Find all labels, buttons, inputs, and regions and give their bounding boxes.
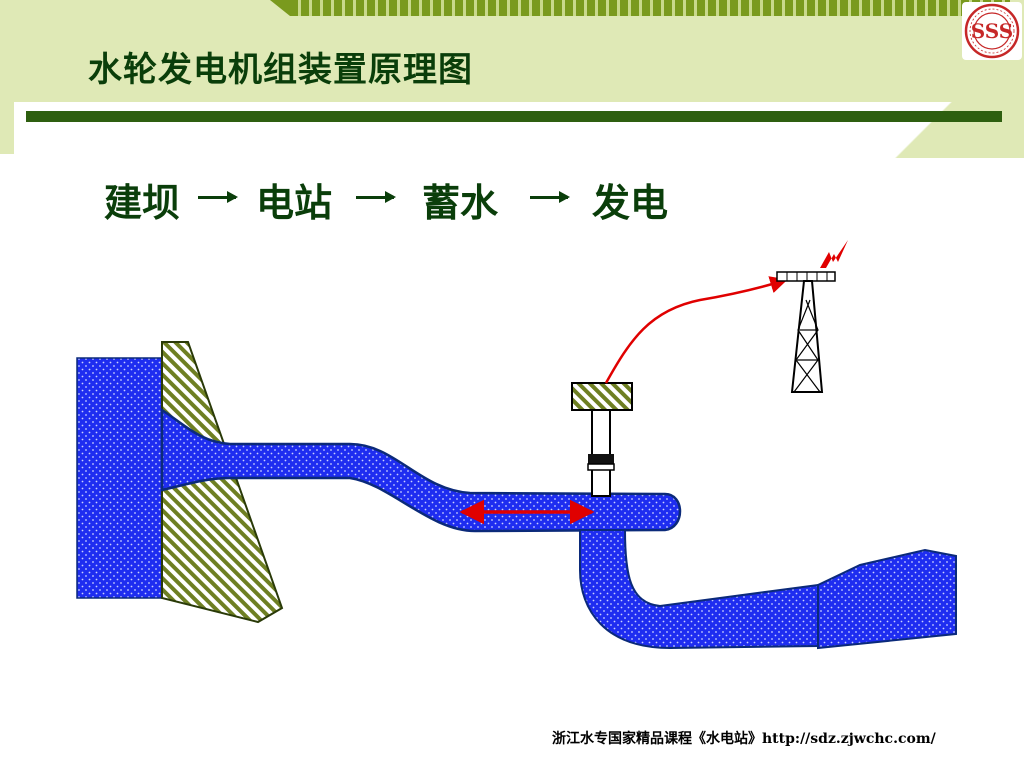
header-band-corner — [0, 102, 14, 154]
flow-step-build-dam: 建坝 — [104, 181, 181, 225]
flow-arrow-icon — [530, 191, 570, 203]
decorative-stripe — [290, 0, 1010, 16]
flow-arrow-icon — [356, 191, 396, 203]
tailrace-icon — [579, 529, 957, 650]
lightning-icon — [820, 240, 848, 268]
header-band — [0, 0, 1024, 102]
flow-step-store-water: 蓄水 — [422, 181, 499, 225]
turbine-icon — [587, 409, 615, 497]
flow-step-generate: 发电 — [592, 181, 669, 225]
generator-icon — [571, 382, 633, 411]
footer-text: 浙江水专国家精品课程《水电站》http://sdz.zjwchc.com/ — [552, 731, 936, 747]
university-seal-icon: SSS — [962, 2, 1022, 60]
power-line-icon — [604, 276, 788, 384]
dam-icon — [161, 341, 284, 624]
flow-arrow-icon — [198, 191, 238, 203]
transmission-tower-icon — [776, 271, 836, 393]
decorative-stripe-edge — [270, 0, 290, 16]
slide-title: 水轮发电机组装置原理图 — [88, 50, 473, 90]
reservoir-icon — [76, 357, 168, 599]
title-underline-bar — [26, 111, 1002, 122]
flow-step-station: 电站 — [256, 181, 333, 225]
svg-text:SSS: SSS — [971, 19, 1013, 43]
